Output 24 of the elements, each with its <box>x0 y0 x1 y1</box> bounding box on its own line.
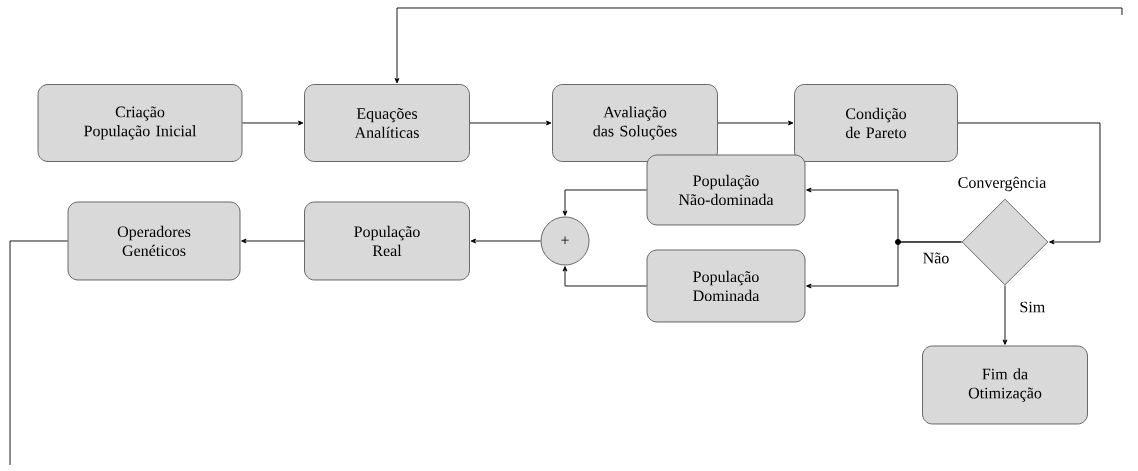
edge-label: Não <box>920 250 952 266</box>
process-box: Equações Analíticas <box>304 84 470 162</box>
process-box: Criação População Inicial <box>37 84 243 162</box>
arrow <box>470 238 541 244</box>
decision-label: Convergência <box>958 176 1047 192</box>
arrow <box>1002 285 1008 345</box>
arrow <box>241 238 305 244</box>
process-box: População Não-dominada <box>646 154 806 226</box>
decision-diamond <box>961 198 1049 286</box>
arrow <box>394 7 1123 84</box>
arrow <box>469 120 552 126</box>
arrow <box>242 120 304 126</box>
arrow <box>562 266 647 287</box>
process-box: Avaliação das Soluções <box>552 84 718 162</box>
arrow <box>806 241 962 289</box>
edge-label: Sim <box>1017 299 1048 315</box>
process-box: Operadores Genéticos <box>67 201 241 281</box>
arrow <box>957 122 1101 245</box>
process-box: População Real <box>304 201 470 281</box>
arrow <box>562 189 647 216</box>
process-box: Condição de Pareto <box>794 84 958 162</box>
process-box: Fim da Otimização <box>922 345 1088 425</box>
arrow <box>717 120 794 126</box>
process-box: População Dominada <box>646 249 806 323</box>
